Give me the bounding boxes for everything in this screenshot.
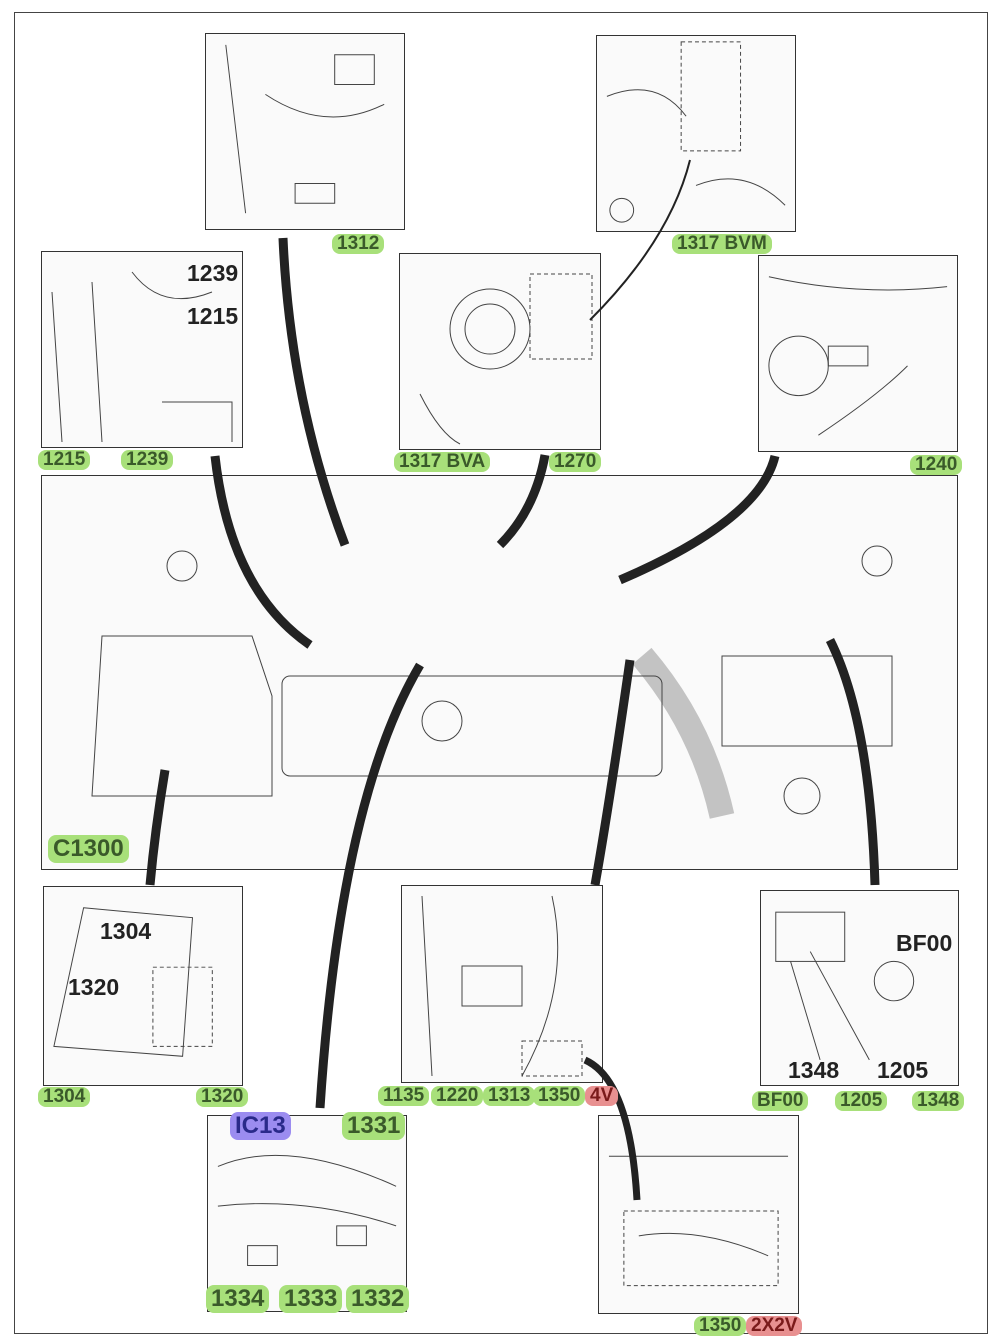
detail-1215-1239 — [41, 251, 243, 448]
label-1205: 1205 — [835, 1091, 888, 1111]
label-1239: 1239 — [121, 450, 174, 470]
label-1331: 1331 — [342, 1112, 406, 1140]
callout-bf00: BF00 — [896, 930, 953, 956]
label-1350: 1350 — [533, 1086, 586, 1106]
detail-1312 — [205, 33, 405, 230]
label-1350-2x2v: 1350 — [694, 1316, 747, 1336]
badge-2x2v: 2X2V — [746, 1316, 803, 1336]
label-1220: 1220 — [431, 1086, 484, 1106]
label-1334: 1334 — [206, 1285, 270, 1313]
label-ic13: IC13 — [230, 1112, 291, 1140]
detail-ic13 — [207, 1115, 407, 1312]
label-1320: 1320 — [196, 1087, 249, 1107]
label-1332: 1332 — [346, 1285, 410, 1313]
badge-4v: 4V — [585, 1086, 619, 1106]
label-bf00: BF00 — [752, 1091, 809, 1111]
detail-1135-1350 — [401, 885, 603, 1083]
label-1312: 1312 — [332, 234, 385, 254]
detail-1304-1320 — [43, 886, 243, 1086]
callout-1215: 1215 — [187, 303, 239, 329]
label-1304: 1304 — [38, 1087, 91, 1107]
callout-1239: 1239 — [187, 260, 239, 286]
detail-bf00 — [760, 890, 959, 1086]
label-1333: 1333 — [279, 1285, 343, 1313]
label-1348: 1348 — [912, 1091, 965, 1111]
callout-1348: 1348 — [788, 1057, 840, 1083]
label-1135: 1135 — [378, 1086, 430, 1106]
label-1317-bvm: 1317 BVM — [672, 234, 772, 254]
label-1270: 1270 — [549, 452, 602, 472]
diagram-frame — [14, 12, 988, 1334]
detail-1317-bvm — [596, 35, 796, 232]
label-1313: 1313 — [483, 1086, 536, 1106]
label-1317-bva: 1317 BVA — [394, 452, 491, 472]
detail-1240 — [758, 255, 958, 452]
label-1215: 1215 — [38, 450, 91, 470]
callout-1205: 1205 — [877, 1057, 929, 1083]
callout-1320: 1320 — [68, 974, 120, 1000]
detail-1317-bva — [399, 253, 601, 450]
callout-1304: 1304 — [100, 918, 152, 944]
label-1240: 1240 — [910, 455, 963, 475]
label-c1300: C1300 — [48, 835, 129, 863]
